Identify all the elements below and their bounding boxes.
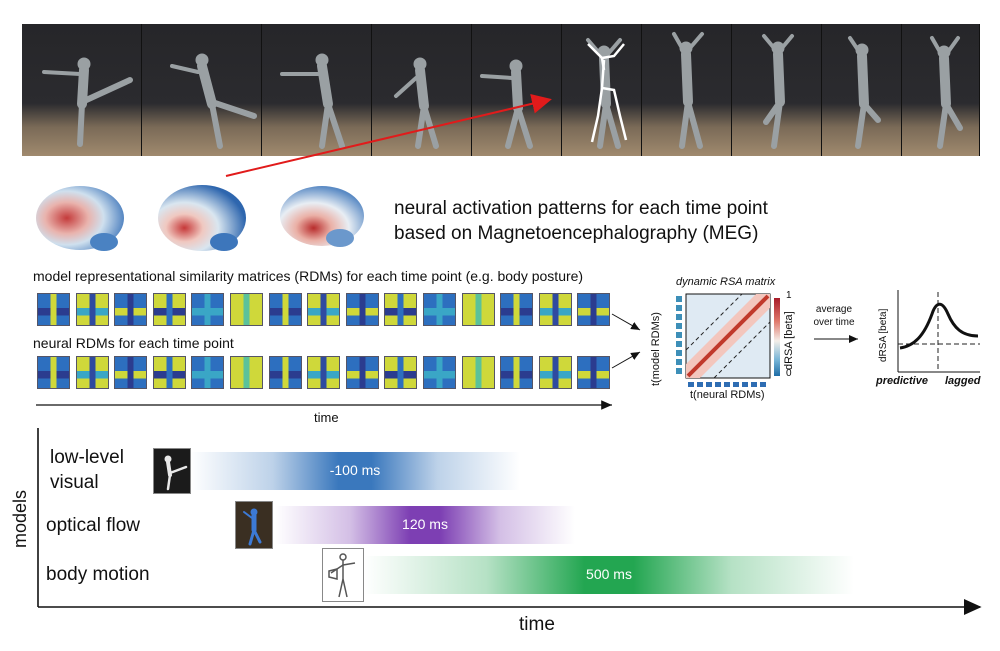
- neural-rdm-label: neural RDMs for each time point: [33, 335, 234, 351]
- rdm-time-label: time: [314, 410, 339, 425]
- models-time-label: time: [519, 614, 555, 635]
- average-line-2: over time: [813, 317, 855, 328]
- rdm-thumbnail: [268, 356, 302, 389]
- model-label-optical-flow: optical flow: [46, 515, 140, 536]
- rdm-thumbnail: [152, 293, 186, 326]
- rdm-thumbnail: [461, 356, 495, 389]
- rsa-x-label: t(neural RDMs): [690, 389, 765, 401]
- rdm-thumbnail: [384, 293, 418, 326]
- model-label-body-motion: body motion: [46, 564, 150, 585]
- average-label: average over time: [806, 303, 862, 329]
- rdm-thumbnail: [75, 293, 109, 326]
- video-frame: [142, 24, 262, 156]
- colorbar-max: 1: [786, 290, 792, 301]
- models-axis-label: models: [10, 489, 30, 548]
- caption-line-2: based on Magnetoencephalography (MEG): [394, 223, 759, 244]
- rdm-thumbnail: [423, 293, 456, 326]
- rdm-thumbnail: [114, 293, 148, 326]
- y-axis-rdm-strip: [676, 296, 682, 374]
- rdm-thumbnail: [423, 356, 456, 389]
- rdm-thumbnail: [345, 356, 379, 389]
- dancer-silhouettes: [42, 32, 963, 149]
- video-frame: [262, 24, 372, 156]
- rdm-thumbnail: [114, 356, 148, 389]
- rdm-thumbnail: [230, 293, 263, 326]
- lag-label: 500 ms: [586, 566, 632, 582]
- rdm-thumbnail: [37, 293, 70, 326]
- rsa-matrix: [676, 293, 780, 387]
- brain-1: [36, 186, 124, 251]
- dance-video-frames: [22, 24, 980, 156]
- dRSA-curve: [899, 302, 979, 350]
- colorbar-min: 0: [786, 368, 792, 379]
- rdm-thumbnail: [461, 293, 495, 326]
- lag-label: -100 ms: [329, 462, 381, 478]
- body-motion-thumbnail: [322, 548, 364, 602]
- rdm-thumbnail: [268, 293, 302, 326]
- curve-predictive-label: predictive: [876, 375, 928, 387]
- rdm-thumbnail: [538, 293, 572, 326]
- model-rdm-label: model representational similarity matric…: [33, 268, 584, 284]
- rdm-thumbnail: [577, 293, 611, 326]
- rdm-thumbnail: [37, 356, 70, 389]
- rdm-thumbnail: [75, 356, 109, 389]
- model-lag-bar-low-level: -100 ms: [190, 452, 520, 490]
- skeleton-overlay: [587, 43, 628, 143]
- x-axis-rdm-strip: [688, 382, 766, 387]
- model-lag-bar-optical-flow: 120 ms: [275, 506, 575, 544]
- rdm-thumbnail: [384, 356, 418, 389]
- model-label-line: visual: [50, 472, 99, 493]
- brain-images: [36, 185, 364, 251]
- rsa-title: dynamic RSA matrix: [676, 276, 776, 288]
- model-label-low-level: low-level visual: [50, 445, 124, 495]
- rdm-thumbnail: [191, 356, 225, 389]
- model-label-line: low-level: [50, 447, 124, 468]
- brain-2: [158, 185, 246, 251]
- rdm-thumbnail: [307, 356, 341, 389]
- lag-label: 120 ms: [402, 516, 448, 532]
- rdm-thumbnail: [577, 356, 611, 389]
- curve-lagged-label: lagged: [945, 375, 981, 387]
- average-line-1: average: [815, 304, 853, 315]
- rdm-thumbnail: [500, 293, 534, 326]
- dRSA-curve-plot: [897, 290, 980, 373]
- rdm-thumbnail: [538, 356, 572, 389]
- caption-line-1: neural activation patterns for each time…: [394, 198, 768, 219]
- optical-flow-thumbnail: [235, 501, 273, 549]
- rdm-thumbnail: [152, 356, 186, 389]
- rdm-thumbnail: [345, 293, 379, 326]
- model-lag-bar-body-motion: 500 ms: [364, 556, 854, 594]
- rdm-thumbnail: [500, 356, 534, 389]
- brain-3: [280, 186, 364, 247]
- rdm-thumbnail: [230, 356, 263, 389]
- rdm-thumbnail: [191, 293, 225, 326]
- meg-caption: neural activation patterns for each time…: [394, 196, 768, 246]
- low-level-visual-thumbnail: [153, 448, 191, 494]
- rdm-thumbnail: [307, 293, 341, 326]
